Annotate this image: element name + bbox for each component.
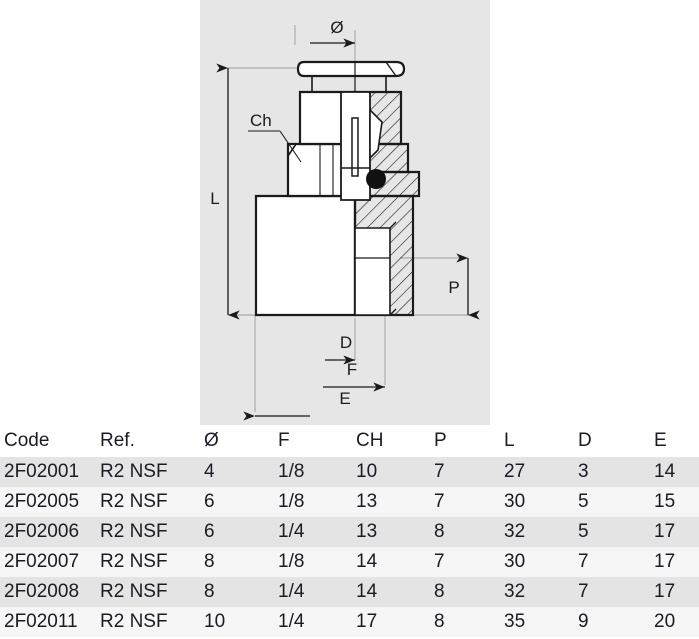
cell-ref: R2 NSF [100,461,168,482]
cell-e: 14 [654,461,676,482]
table-header-row: Code Ref. Ø F CH P L D E [0,425,699,457]
cell-dia: 6 [204,521,215,542]
dimension-label-thread-depth: P [448,278,459,297]
cell-l: 35 [504,611,526,632]
cell-ref: R2 NSF [100,611,168,632]
dimension-thread-depth: P [448,253,480,320]
dimension-diameter: Ø [310,18,355,48]
cell-ch: 13 [356,521,378,542]
cell-p: 7 [434,491,445,512]
table-row[interactable]: 2F02008 R2 NSF 8 1/4 14 8 32 7 17 [0,577,699,607]
cell-ref: R2 NSF [100,581,168,602]
table-row[interactable]: 2F02011 R2 NSF 10 1/4 17 8 35 9 20 [0,607,699,637]
cell-dia: 4 [204,461,215,482]
cell-d: 3 [578,461,589,482]
cell-l: 32 [504,521,526,542]
cell-ch: 13 [356,491,378,512]
dimension-label-e: E [339,389,350,408]
column-header-ch: CH [356,430,384,451]
cell-f: 1/4 [278,521,305,542]
cell-l: 30 [504,551,526,572]
dimension-d: D [325,333,355,365]
cell-e: 17 [654,551,676,572]
cell-p: 7 [434,551,445,572]
cell-f: 1/4 [278,611,305,632]
dimension-label-f: F [347,360,357,379]
table-row[interactable]: 2F02006 R2 NSF 6 1/4 13 8 32 5 17 [0,517,699,547]
cell-l: 30 [504,491,526,512]
cell-p: 8 [434,521,445,542]
cell-p: 8 [434,611,445,632]
cell-d: 5 [578,521,589,542]
dimension-e: E [243,389,351,421]
column-header-diameter: Ø [204,430,219,451]
cell-ref: R2 NSF [100,491,168,512]
dimension-chamfer: Ch [248,111,302,163]
cell-f: 1/8 [278,551,305,572]
column-header-l: L [504,430,515,451]
specification-table: Code Ref. Ø F CH P L D E 2F02001 R2 NSF 4 1… [0,425,699,637]
cell-ch: 14 [356,581,378,602]
column-header-f: F [278,430,290,451]
column-header-ref: Ref. [100,430,135,451]
cell-ch: 17 [356,611,378,632]
technical-drawing-panel: Ø Ch L P D F E [200,0,490,425]
cell-ch: 10 [356,461,378,482]
table-header: Code Ref. Ø F CH P L D E [0,425,699,457]
cell-dia: 10 [204,611,226,632]
cell-code: 2F02006 [4,521,80,542]
cell-e: 17 [654,581,676,602]
cell-f: 1/4 [278,581,305,602]
cell-dia: 8 [204,581,215,602]
table-row[interactable]: 2F02007 R2 NSF 8 1/8 14 7 30 7 17 [0,547,699,577]
cell-l: 32 [504,581,526,602]
cell-d: 7 [578,551,589,572]
dimension-label-diameter: Ø [330,18,343,37]
cell-code: 2F02001 [4,461,80,482]
dimension-label-chamfer: Ch [250,111,272,130]
table-body: 2F02001 R2 NSF 4 1/8 10 7 27 3 14 2F02005 R2 NSF 6 1… [0,457,699,637]
cell-p: 8 [434,581,445,602]
cell-ch: 14 [356,551,378,572]
cell-ref: R2 NSF [100,521,168,542]
fitting-cross-section-drawing: Ø Ch L P D F E [210,18,480,421]
cell-code: 2F02007 [4,551,80,572]
cell-code: 2F02008 [4,581,80,602]
dimension-label-d: D [340,333,352,352]
cell-l: 27 [504,461,526,482]
cell-f: 1/8 [278,461,305,482]
cell-p: 7 [434,461,445,482]
cell-e: 20 [654,611,676,632]
column-header-d: D [578,430,592,451]
cell-ref: R2 NSF [100,551,168,572]
column-header-p: P [434,430,447,451]
o-ring-seal [366,169,386,189]
cell-d: 7 [578,581,589,602]
column-header-code: Code [4,430,50,451]
cell-code: 2F02011 [4,611,78,632]
cell-d: 5 [578,491,589,512]
dimension-label-length: L [210,189,219,208]
cell-code: 2F02005 [4,491,80,512]
dimension-f: F [323,360,385,392]
dimension-length: L [210,63,240,320]
cell-dia: 8 [204,551,215,572]
cell-d: 9 [578,611,589,632]
table-row[interactable]: 2F02005 R2 NSF 6 1/8 13 7 30 5 15 [0,487,699,517]
cell-f: 1/8 [278,491,305,512]
table-row[interactable]: 2F02001 R2 NSF 4 1/8 10 7 27 3 14 [0,457,699,487]
cell-e: 15 [654,491,676,512]
cell-e: 17 [654,521,676,542]
cell-dia: 6 [204,491,215,512]
column-header-e: E [654,430,667,451]
fitting-geometry [254,60,421,317]
